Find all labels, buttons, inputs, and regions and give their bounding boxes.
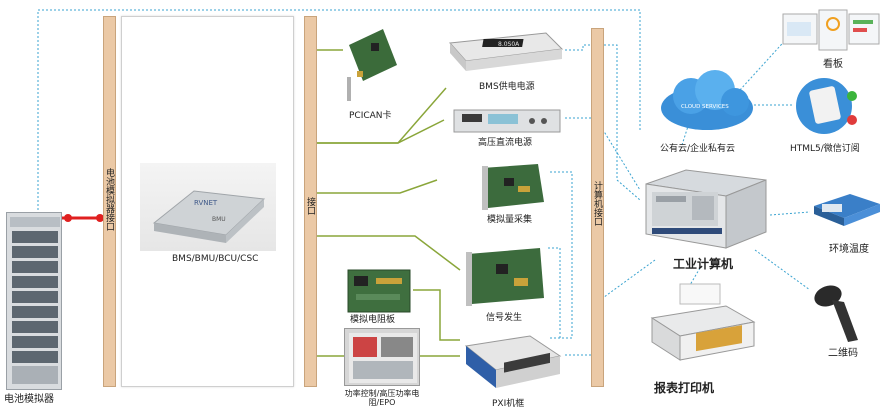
ipc-image bbox=[642, 166, 770, 252]
bms-power-supply-image: 8.0S0A bbox=[446, 25, 564, 75]
signal-card-icon bbox=[466, 248, 544, 306]
cloud-shape: CLOUD SERVICES bbox=[661, 70, 753, 130]
printer-image bbox=[646, 282, 758, 370]
env-temp-label: 环境温度 bbox=[829, 244, 869, 255]
pxi-icon bbox=[464, 335, 562, 388]
html5-image bbox=[790, 76, 860, 138]
ipc-label: 工业计算机 bbox=[673, 257, 734, 271]
battery-simulator-label: 电池模拟器 bbox=[4, 394, 54, 405]
qr-scanner-image bbox=[812, 282, 864, 344]
pcican-label: PCICAN卡 bbox=[349, 111, 392, 121]
hv-dc-label: 高压直流电源 bbox=[478, 138, 533, 148]
dashboard-image bbox=[781, 8, 881, 56]
dashboard-label: 看板 bbox=[823, 59, 843, 70]
dc-supply-icon bbox=[453, 109, 561, 133]
svg-text:BMU: BMU bbox=[212, 216, 226, 223]
dashboard-screens-icon bbox=[782, 9, 880, 51]
rack-icon bbox=[10, 217, 60, 384]
interface-bar bbox=[304, 16, 317, 387]
pxi-label: PXI机框 bbox=[492, 399, 525, 409]
svg-text:8.0S0A: 8.0S0A bbox=[498, 41, 520, 48]
svg-text:RVNET: RVNET bbox=[194, 199, 218, 207]
ipc-icon bbox=[645, 169, 767, 249]
pxi-chassis-image bbox=[460, 332, 564, 392]
printer-label: 报表打印机 bbox=[654, 381, 715, 395]
pcican-card-image bbox=[343, 25, 399, 103]
power-ctrl-image bbox=[344, 328, 420, 386]
pci-card-icon bbox=[347, 29, 397, 101]
analog-resistor-label: 模拟电阻板 bbox=[350, 315, 396, 325]
phone-hand-icon bbox=[796, 78, 857, 134]
interface-label: 接口 bbox=[305, 197, 315, 215]
cabinet-icon bbox=[349, 333, 417, 383]
cloud-label: 公有云/企业私有云 bbox=[660, 144, 736, 154]
analog-acq-card-image bbox=[478, 160, 548, 212]
cloud-icon: CLOUD SERVICES bbox=[657, 68, 757, 132]
battery-simulator-rack bbox=[6, 212, 62, 390]
signal-gen-card-image bbox=[460, 244, 548, 310]
signal-gen-label: 信号发生 bbox=[486, 313, 523, 323]
sim-interface-label: 电池模拟器接口 bbox=[104, 168, 114, 231]
printer-icon bbox=[650, 283, 756, 361]
env-temp-image bbox=[810, 190, 884, 230]
hv-dc-supply-image bbox=[452, 106, 562, 134]
sim-interface-bar bbox=[103, 16, 116, 387]
svg-text:CLOUD SERVICES: CLOUD SERVICES bbox=[681, 104, 729, 110]
bms-device-image: RVNET BMU bbox=[140, 163, 276, 251]
resistor-board-icon bbox=[347, 269, 411, 313]
bms-module-icon: RVNET BMU bbox=[152, 190, 266, 243]
bms-label: BMS/BMU/BCU/CSC bbox=[172, 254, 259, 264]
computer-interface-label: 计算机接口 bbox=[592, 181, 602, 226]
scanner-icon bbox=[814, 285, 858, 342]
html5-label: HTML5/微信订阅 bbox=[790, 144, 860, 154]
daq-card-icon bbox=[482, 164, 544, 210]
bms-power-label: BMS供电电源 bbox=[479, 82, 535, 92]
analog-resistor-image bbox=[346, 268, 412, 314]
power-ctrl-label-line1: 功率控制/高压功率电阻/EPO bbox=[344, 389, 420, 407]
qr-label: 二维码 bbox=[828, 348, 858, 359]
computer-interface-bar bbox=[591, 28, 604, 387]
power-supply-icon: 8.0S0A bbox=[448, 32, 564, 71]
temp-sensor-icon bbox=[814, 194, 880, 226]
analog-acq-label: 模拟量采集 bbox=[487, 215, 533, 225]
